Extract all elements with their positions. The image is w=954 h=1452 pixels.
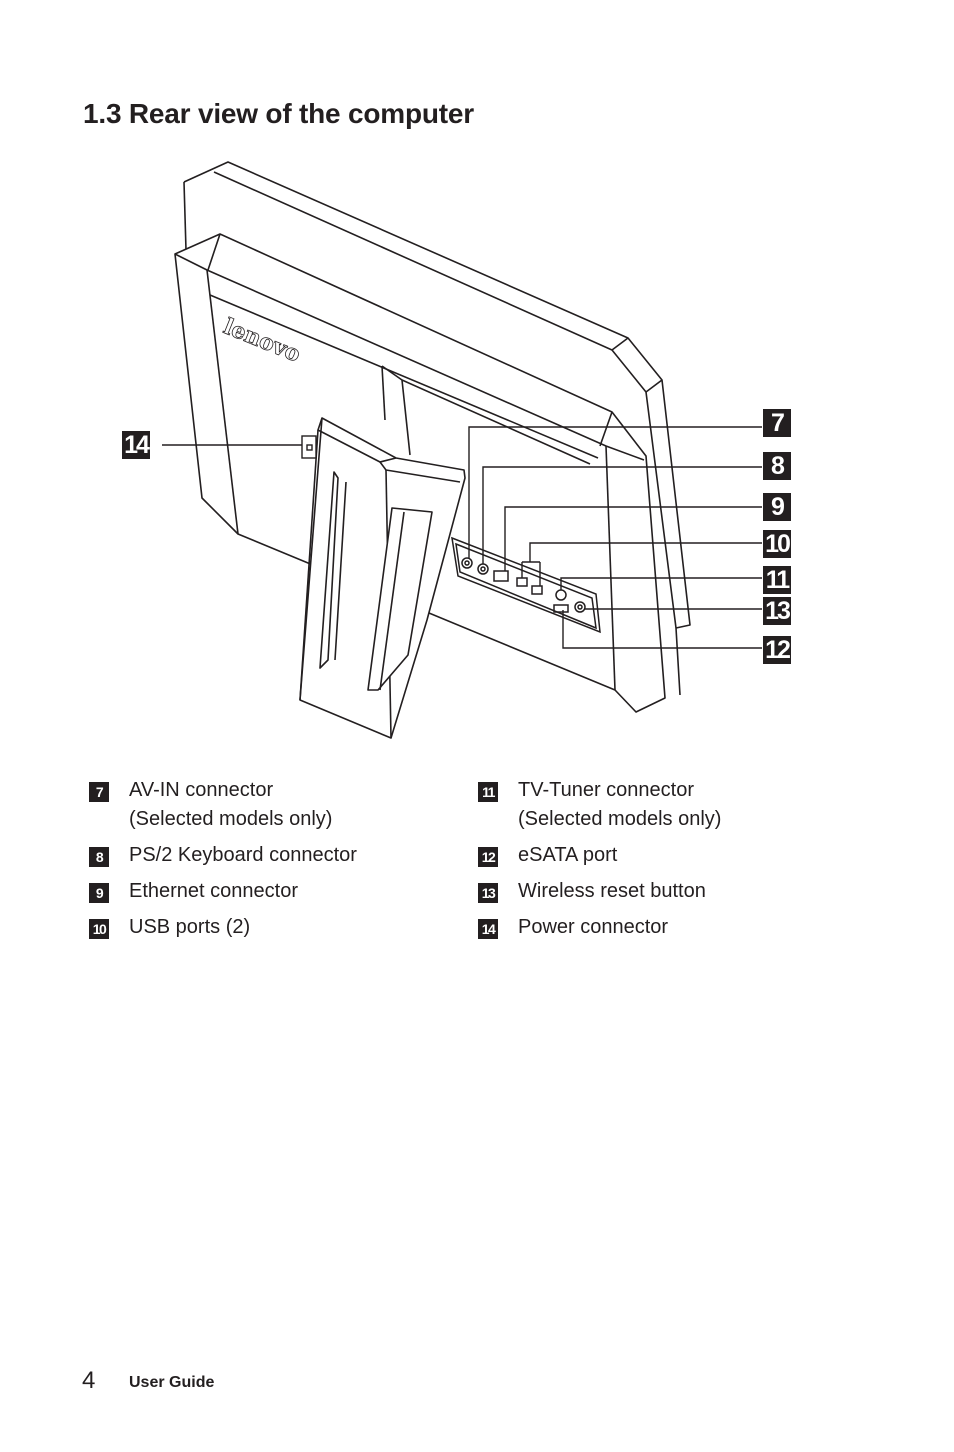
legend-note: (Selected models only) — [518, 808, 722, 830]
legend-label: Wireless reset button — [518, 880, 706, 902]
display-panel — [183, 161, 691, 629]
legend-number: 8 — [89, 847, 109, 867]
legend-item: 7 AV-IN connector (Selected models only) — [89, 776, 429, 834]
callout-8: 8 — [763, 452, 791, 480]
callout-12: 12 — [763, 636, 791, 664]
av-in-port-icon — [461, 557, 473, 569]
callout-13: 13 — [763, 597, 791, 625]
legend-number: 14 — [478, 919, 498, 939]
legend-right: 11 TV-Tuner connector (Selected models o… — [478, 776, 818, 949]
ethernet-port-icon — [493, 570, 509, 582]
rear-view-illustration: lenovo — [162, 161, 762, 739]
esata-port-icon — [553, 604, 569, 613]
legend-number: 12 — [478, 847, 498, 867]
callout-7: 7 — [763, 409, 791, 437]
legend-label: Ethernet connector — [129, 880, 298, 902]
legend-number: 7 — [89, 782, 109, 802]
legend-item: 13 Wireless reset button — [478, 877, 818, 906]
io-panel — [451, 536, 601, 634]
page-number: 4 — [82, 1367, 96, 1394]
legend-item: 8 PS/2 Keyboard connector — [89, 841, 429, 870]
usb-port-icon-2 — [531, 585, 543, 595]
legend-note: (Selected models only) — [129, 808, 333, 830]
legend-label: TV-Tuner connector — [518, 779, 695, 801]
legend-label: PS/2 Keyboard connector — [129, 844, 357, 866]
legend-label: AV-IN connector — [129, 779, 274, 801]
legend-label: USB ports (2) — [129, 916, 251, 938]
running-footer: User Guide — [129, 1374, 215, 1391]
legend-number: 13 — [478, 883, 498, 903]
callout-14: 14 — [122, 431, 150, 459]
legend-item: 9 Ethernet connector — [89, 877, 429, 906]
legend-label: eSATA port — [518, 844, 618, 866]
page-title: 1.3 Rear view of the computer — [83, 98, 474, 129]
stand — [299, 417, 466, 739]
callout-9: 9 — [763, 493, 791, 521]
legend-label: Power connector — [518, 916, 669, 938]
legend-item: 10 USB ports (2) — [89, 913, 429, 942]
callout-10: 10 — [763, 530, 791, 558]
callout-11: 11 — [763, 566, 791, 594]
legend-item: 11 TV-Tuner connector (Selected models o… — [478, 776, 818, 834]
legend-number: 10 — [89, 919, 109, 939]
wireless-reset-button-icon — [574, 601, 586, 613]
legend-number: 9 — [89, 883, 109, 903]
legend-number: 11 — [478, 782, 498, 802]
power-connector-icon — [301, 435, 317, 459]
legend-item: 12 eSATA port — [478, 841, 818, 870]
legend-left: 7 AV-IN connector (Selected models only)… — [89, 776, 429, 949]
legend-item: 14 Power connector — [478, 913, 818, 942]
